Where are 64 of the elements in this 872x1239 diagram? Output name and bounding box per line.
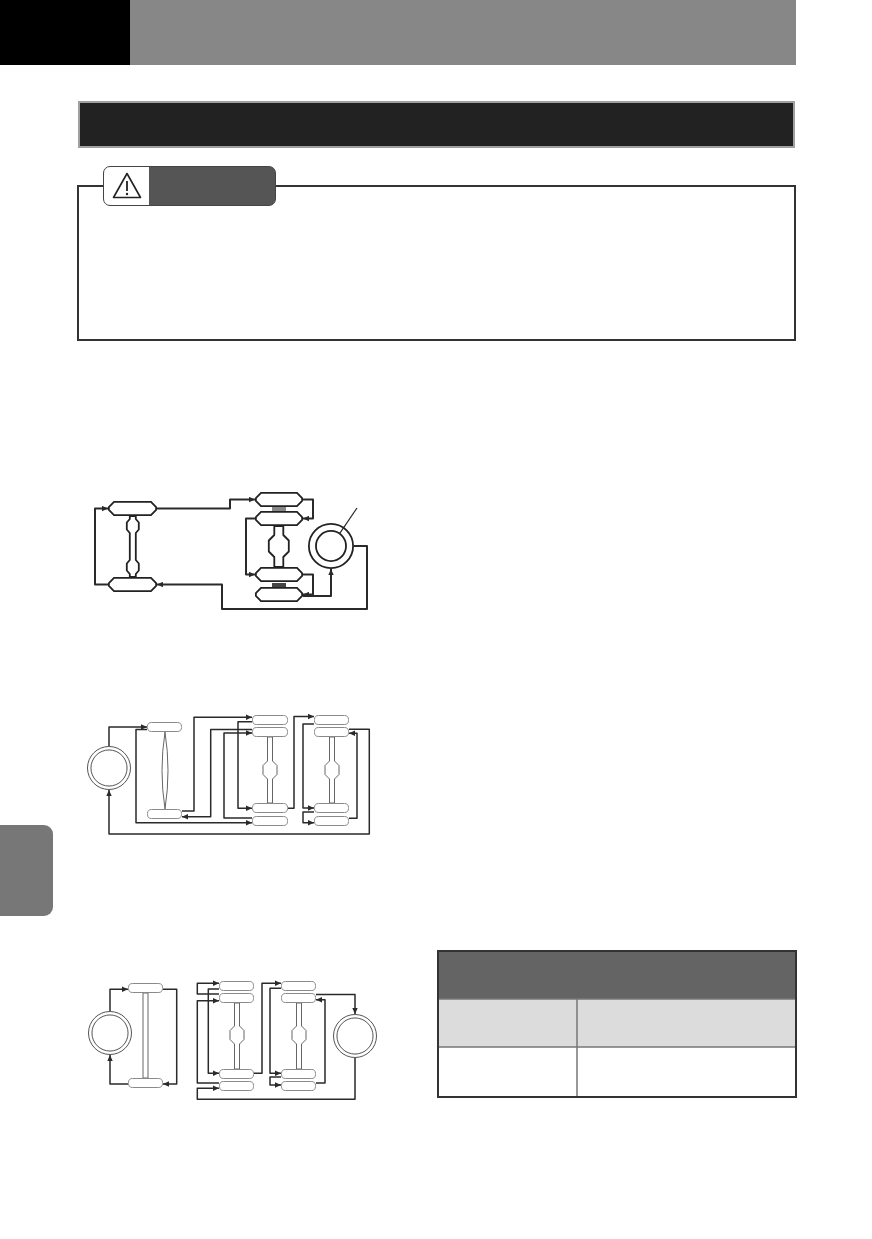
tire xyxy=(128,1078,163,1088)
arrow xyxy=(302,573,314,598)
arrow xyxy=(348,730,358,820)
arrow xyxy=(94,505,109,586)
arrow xyxy=(223,730,253,819)
tire xyxy=(314,816,349,826)
arrow xyxy=(135,728,253,826)
tire xyxy=(281,1069,316,1079)
header-band xyxy=(130,0,796,65)
tire xyxy=(255,587,303,602)
tire xyxy=(219,981,254,991)
arrow xyxy=(196,1057,356,1101)
tire xyxy=(219,993,254,1003)
arrow xyxy=(245,517,256,578)
tire xyxy=(252,816,288,826)
tire xyxy=(255,511,303,526)
chapter-tab xyxy=(0,0,130,65)
tire xyxy=(219,1081,254,1091)
spare-tire xyxy=(88,1011,132,1055)
arrow xyxy=(302,498,314,522)
arrow xyxy=(237,720,253,811)
arrow xyxy=(287,713,315,810)
arrow xyxy=(181,728,253,820)
arrow xyxy=(196,998,220,1084)
arrow xyxy=(207,988,220,1076)
spare-tire xyxy=(308,523,354,569)
tire xyxy=(147,809,182,819)
tire xyxy=(314,803,349,813)
arrow xyxy=(156,496,256,510)
arrow xyxy=(108,724,148,747)
arrow xyxy=(302,568,334,597)
arrow xyxy=(156,545,368,610)
arrow xyxy=(162,988,178,1087)
arrow xyxy=(269,987,282,1076)
tire xyxy=(252,715,288,725)
tire xyxy=(108,501,157,516)
arrow xyxy=(302,811,315,826)
tire xyxy=(252,803,288,813)
arrow xyxy=(109,986,129,1012)
tire xyxy=(128,983,163,993)
spare-tire xyxy=(87,746,131,790)
arrow xyxy=(269,1076,282,1088)
tire xyxy=(255,567,303,582)
spare-tire xyxy=(333,1014,377,1058)
leader-line xyxy=(339,507,358,534)
arrow xyxy=(302,723,315,811)
arrow xyxy=(181,714,253,812)
tire xyxy=(314,715,349,725)
arrow xyxy=(315,993,358,1015)
arrow xyxy=(253,980,282,1075)
arrow xyxy=(107,1054,129,1085)
tire xyxy=(281,1081,316,1091)
arrow xyxy=(106,728,371,835)
tire xyxy=(255,492,303,507)
tire xyxy=(252,727,288,737)
tire xyxy=(314,727,349,737)
arrow xyxy=(196,980,220,995)
tire xyxy=(108,577,157,592)
arrow xyxy=(315,997,326,1084)
section-heading-bar xyxy=(78,101,795,148)
tire xyxy=(281,993,316,1003)
tire xyxy=(219,1069,254,1079)
tire xyxy=(281,981,316,991)
tire xyxy=(147,722,182,732)
